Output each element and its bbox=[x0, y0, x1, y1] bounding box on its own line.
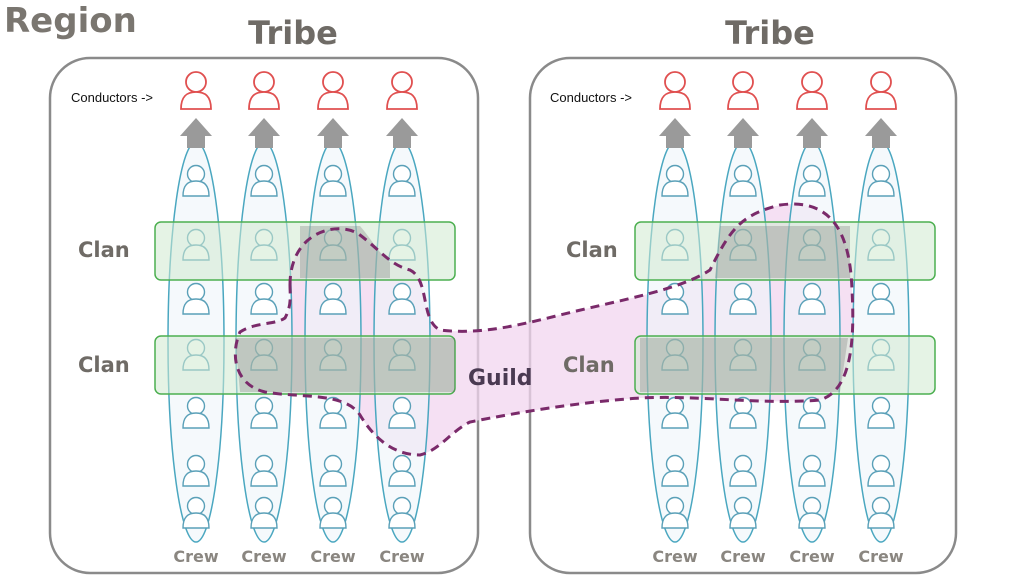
crew-label-left-3: Crew bbox=[310, 547, 355, 566]
clan-label-right-1: Clan bbox=[566, 238, 618, 262]
up-arrow-icon bbox=[248, 118, 280, 148]
up-arrow-icon bbox=[386, 118, 418, 148]
conductors-label-right: Conductors -> bbox=[550, 90, 632, 105]
up-arrow-icon bbox=[180, 118, 212, 148]
up-arrow-icon bbox=[796, 118, 828, 148]
clan-band-right-2 bbox=[634, 335, 936, 395]
up-arrow-icon bbox=[317, 118, 349, 148]
clan-band-left-1 bbox=[154, 221, 456, 281]
clan-label-left-1: Clan bbox=[78, 238, 130, 262]
guild-outline bbox=[233, 202, 855, 457]
up-arrow-icon bbox=[727, 118, 759, 148]
clan-label-right-2: Clan bbox=[563, 353, 615, 377]
tribe-title-right: Tribe bbox=[725, 14, 815, 52]
region-label: Region bbox=[4, 1, 137, 41]
clan-label-left-2: Clan bbox=[78, 353, 130, 377]
up-arrow-icon bbox=[865, 118, 897, 148]
clan-band-right-1 bbox=[634, 221, 936, 281]
crew-label-right-2: Crew bbox=[720, 547, 765, 566]
tribe-title-left: Tribe bbox=[248, 14, 338, 52]
crew-label-left-2: Crew bbox=[241, 547, 286, 566]
up-arrow-icon bbox=[659, 118, 691, 148]
crew-label-right-4: Crew bbox=[858, 547, 903, 566]
clan-band-left-2 bbox=[154, 335, 456, 395]
guild-label: Guild bbox=[468, 366, 533, 391]
crew-label-left-4: Crew bbox=[379, 547, 424, 566]
crew-label-left-1: Crew bbox=[173, 547, 218, 566]
crew-label-right-1: Crew bbox=[652, 547, 697, 566]
conductors-label-left: Conductors -> bbox=[71, 90, 153, 105]
guild-overlap-shade bbox=[235, 226, 850, 392]
crew-label-right-3: Crew bbox=[789, 547, 834, 566]
